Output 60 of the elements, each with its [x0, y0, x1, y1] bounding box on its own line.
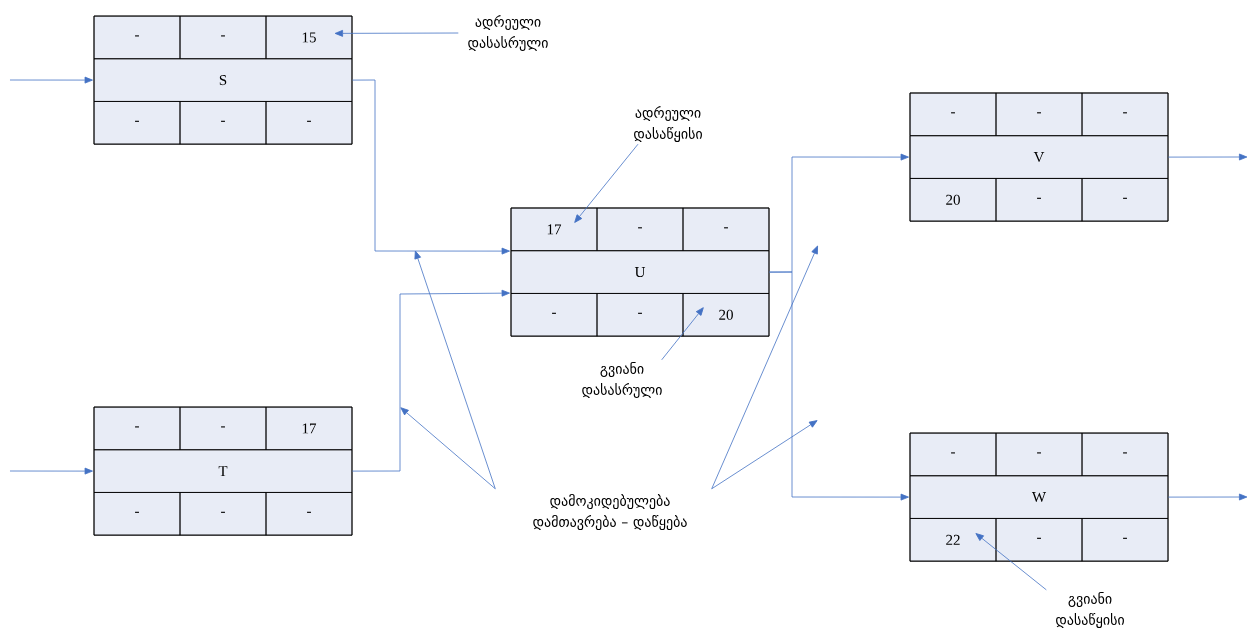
table-cell: - — [682, 207, 770, 252]
table-cell: - — [179, 15, 267, 60]
table-cell: - — [510, 293, 598, 337]
table-cell: - — [93, 15, 181, 60]
table-cell: - — [265, 492, 353, 536]
leader-line — [711, 245, 818, 490]
table-cell: - — [1081, 432, 1169, 477]
callout-text: გვიანი დასასრული — [582, 362, 662, 398]
table-cell: S — [93, 58, 353, 102]
table-cell: - — [179, 492, 267, 536]
leader-line — [711, 420, 818, 490]
arrow — [352, 79, 510, 255]
table-cell: - — [1081, 92, 1169, 137]
table-cell: - — [995, 92, 1083, 137]
table-cell: 22 — [909, 518, 997, 562]
table-cell: - — [179, 101, 267, 145]
table-cell: - — [909, 432, 997, 477]
table-cell: - — [93, 492, 181, 536]
table-cell: 17 — [265, 406, 353, 451]
activity-box — [93, 406, 353, 536]
arrow — [352, 289, 510, 472]
table-cell: 20 — [909, 178, 997, 222]
table-cell: V — [909, 135, 1169, 179]
arrow — [9, 467, 93, 475]
table-cell: - — [93, 406, 181, 451]
arrow — [769, 271, 909, 501]
table-cell: 15 — [265, 15, 353, 60]
table-cell: - — [1081, 518, 1169, 562]
table-cell: - — [995, 432, 1083, 477]
table-cell: - — [265, 101, 353, 145]
arrow — [1168, 493, 1248, 501]
table-cell: - — [995, 178, 1083, 222]
activity-box — [909, 92, 1169, 222]
table-cell: T — [93, 449, 353, 493]
table-cell: - — [93, 101, 181, 145]
table-cell: - — [995, 518, 1083, 562]
table-cell: - — [596, 207, 684, 252]
callout-text: ადრეული დასაწყისი — [634, 106, 702, 142]
table-cell: - — [909, 92, 997, 137]
activity-box — [93, 15, 353, 145]
leader-line — [975, 533, 1047, 591]
table-cell: 17 — [510, 207, 598, 252]
leader-line — [400, 407, 496, 490]
table-cell: - — [596, 293, 684, 337]
activity-box — [510, 207, 770, 337]
table-cell: - — [1081, 178, 1169, 222]
leader-line — [574, 143, 639, 223]
callout-text: ადრეული დასასრული — [468, 15, 548, 51]
callout-text: გვიანი დასაწყისი — [1056, 592, 1124, 628]
table-cell: 20 — [682, 293, 770, 337]
activity-box — [909, 432, 1169, 562]
table-cell: - — [179, 406, 267, 451]
leader-line — [334, 29, 459, 37]
table-cell: U — [510, 250, 770, 294]
leader-line — [661, 307, 704, 361]
arrow — [9, 76, 93, 84]
arrow — [1168, 153, 1248, 161]
leader-line — [414, 250, 496, 490]
callout-text: დამოკიდებულება დამთავრება – დაწყება — [533, 494, 687, 531]
table-cell: W — [909, 475, 1169, 519]
